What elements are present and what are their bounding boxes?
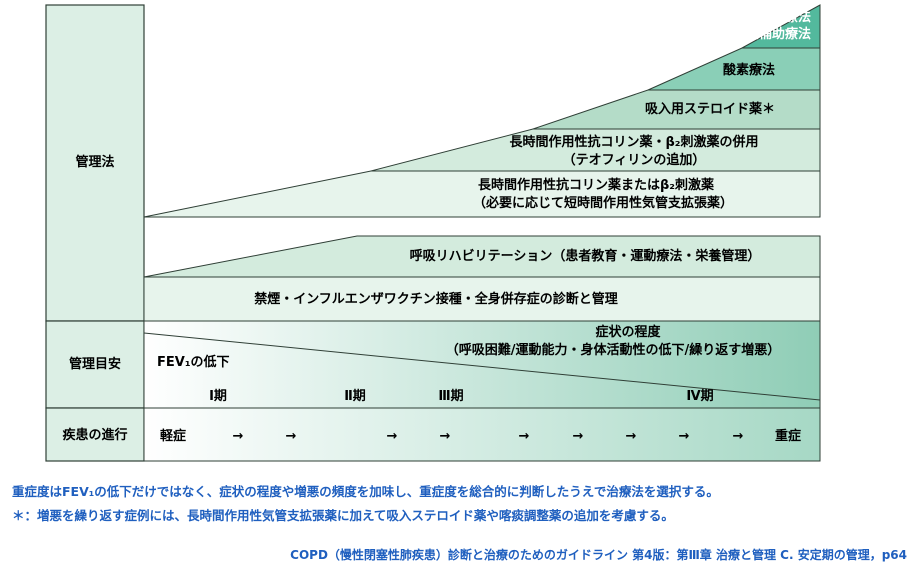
base-measures-label: 禁煙・インフルエンザワクチン接種・全身併存症の診断と管理 (254, 291, 618, 307)
progression-arrow: → (286, 429, 297, 444)
surgery-ventilation-band (741, 4, 821, 49)
management-methods-label-cell (45, 4, 145, 322)
disease-progression-label-cell (45, 407, 145, 462)
management-target-label-cell (45, 320, 145, 409)
ventilation-support-label: 換気補助療法 (733, 26, 811, 42)
progression-area (143, 407, 821, 462)
surgery-label: 外科療法 (758, 9, 811, 25)
short-acting-bronchodilator-label: （必要に応じて短時間作用性気管支拡張薬） (473, 195, 733, 211)
management-target-label: 管理目安 (69, 356, 121, 372)
base-measures-band (143, 276, 821, 322)
stage-4: Ⅳ期 (686, 389, 713, 404)
progression-arrow: → (679, 429, 690, 444)
progression-start-label: 軽症 (160, 428, 186, 444)
guideline-citation: COPD（慢性閉塞性肺疾患）診断と治療のためのガイドライン 第4版：第Ⅲ章 治療… (290, 548, 907, 562)
inhaled-steroid-label: 吸入用ステロイド薬＊ (645, 101, 775, 117)
combination-therapy-label: 長時間作用性抗コリン薬・β₂刺激薬の併用 (510, 134, 759, 150)
progression-arrow: → (573, 429, 584, 444)
rehabilitation-label: 呼吸リハビリテーション（患者教育・運動療法・栄養管理） (410, 248, 761, 264)
steroid-footnote: ＊：増悪を繰り返す症例には、長時間作用性気管支拡張薬に加えて吸入ステロイド薬や喀… (12, 508, 674, 523)
progression-arrow: → (626, 429, 637, 444)
stage-3: Ⅲ期 (438, 389, 463, 404)
progression-end-label: 重症 (775, 428, 801, 444)
progression-arrow: → (233, 429, 244, 444)
disease-progression-label: 疾患の進行 (62, 427, 127, 443)
management-target-area (143, 320, 821, 409)
severity-note: 重症度はFEV₁の低下だけではなく、症状の程度や増悪の頻度を加味し、重症度を総合… (12, 484, 719, 499)
single-bronchodilator-label: 長時間作用性抗コリン薬またはβ₂刺激薬 (478, 177, 715, 193)
fev1-label: FEV₁の低下 (157, 354, 230, 370)
progression-arrow: → (519, 429, 530, 444)
fev1-decline-line (143, 332, 821, 401)
stage-2: Ⅱ期 (344, 389, 366, 404)
progression-arrow: → (440, 429, 451, 444)
progression-arrow: → (733, 429, 744, 444)
stage-1: Ⅰ期 (209, 389, 227, 404)
progression-arrow: → (387, 429, 398, 444)
symptom-detail-label: （呼吸困難/運動能力・身体活動性の低下/繰り返す増悪） (446, 342, 781, 358)
oxygen-therapy-label: 酸素療法 (723, 62, 775, 78)
symptom-severity-label: 症状の程度 (595, 324, 661, 340)
theophylline-label: （テオフィリンの追加） (563, 152, 706, 168)
management-methods-label: 管理法 (75, 154, 114, 170)
